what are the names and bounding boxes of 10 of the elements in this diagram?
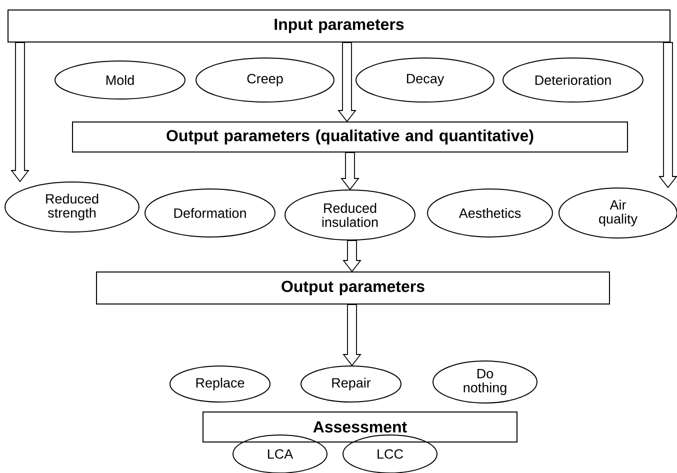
hollow-arrow bbox=[338, 42, 356, 122]
process-box: Output parameters (qualitative and quantitative) bbox=[72, 122, 628, 152]
process-box: Output parameters bbox=[96, 272, 610, 304]
process-box: Assessment bbox=[202, 412, 518, 442]
hollow-arrow bbox=[342, 240, 362, 272]
hollow-arrow bbox=[340, 152, 360, 190]
process-box: Input parameters bbox=[8, 10, 670, 42]
hollow-arrow bbox=[342, 304, 362, 366]
hollow-arrow bbox=[10, 42, 30, 182]
hollow-arrow bbox=[658, 42, 677, 188]
